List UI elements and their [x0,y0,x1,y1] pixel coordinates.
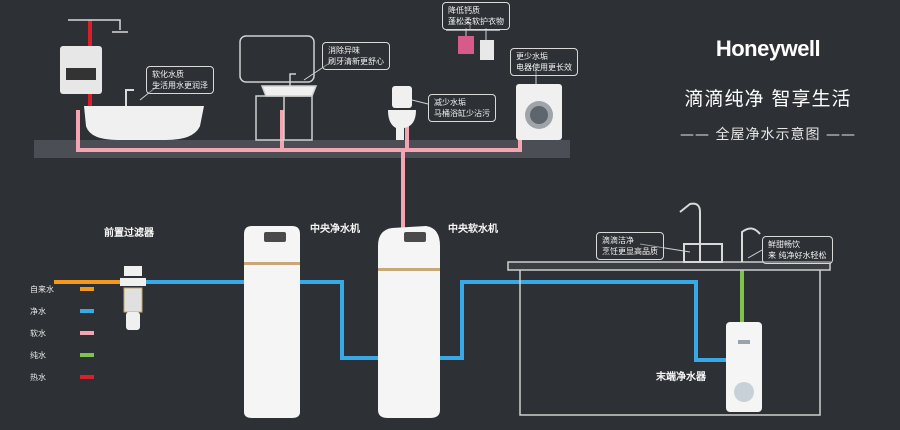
legend-label: 自来水 [30,285,54,294]
legend-item-tap-water: 自来水 [30,282,100,304]
slogan: 滴滴纯净 智享生活 [684,88,852,110]
water-heater-icon [60,46,102,94]
legend-label: 净水 [30,307,46,316]
callout-title: 滴滴洁净 [602,236,634,245]
legend-swatch [80,375,94,379]
label-central-purifier: 中央净水机 [310,224,360,235]
label-prefilter: 前置过滤器 [104,228,154,239]
purified-water-pipes [140,280,728,362]
callout-title: 鲜甜畅饮 [768,240,800,249]
kitchen-faucet-icon [679,202,723,263]
bathroom-vanity-icon [239,35,318,141]
kitchen-counter [507,261,831,416]
callout-title: 软化水质 [152,70,184,79]
callout-text: 蓬松柔软护衣物 [448,17,504,26]
end-purifier-device [726,322,762,412]
callout-sweet-drink: 鲜甜畅饮 来 纯净好水轻松 [762,236,833,264]
callout-reduce-calcium: 降低钙质 蓬松柔软护衣物 [442,2,510,30]
legend: 自来水 净水 软水 纯水 热水 [30,282,100,392]
subtitle-text: 全屋净水示意图 [715,127,821,143]
callout-text: 电器使用更长效 [516,63,572,72]
legend-swatch [80,353,94,357]
callout-title: 更少水垢 [516,52,548,61]
callout-softened-water: 软化水质 生活用水更润泽 [146,66,214,94]
toilet-icon [388,86,416,140]
central-purifier-device [244,226,300,418]
legend-swatch [80,287,94,291]
callout-title: 减少水垢 [434,98,466,107]
callout-less-scale-appliances: 更少水垢 电器使用更长效 [510,48,578,76]
legend-item-hot-water: 热水 [30,370,100,392]
laundry-icon [446,28,500,60]
callout-text: 烹饪更显高品质 [602,247,658,256]
legend-label: 软水 [30,329,46,338]
legend-item-soft-water: 软水 [30,326,100,348]
diagram-subtitle: —— 全屋净水示意图 —— [668,124,868,144]
label-central-softener: 中央软水机 [448,224,498,235]
legend-label: 纯水 [30,351,46,360]
callout-remove-odor: 消除异味 刷牙清新更舒心 [322,42,390,70]
legend-item-pure-water: 纯水 [30,348,100,370]
prefilter-device [120,266,146,330]
callout-text: 刷牙清新更舒心 [328,57,384,66]
brand-logo: Honeywell [715,36,821,61]
label-end-purifier: 末端净水器 [656,372,706,383]
callout-less-scale-toilet: 减少水垢 马桶浴缸少沾污 [428,94,496,122]
subtitle-rule-left: —— [680,127,716,143]
subtitle-rule-right: —— [820,127,856,143]
legend-swatch [80,309,94,313]
callout-title: 消除异味 [328,46,360,55]
bathtub-icon [84,89,204,140]
pure-water-faucet-icon [741,227,761,262]
callout-title: 降低钙质 [448,6,480,15]
shower-icon [68,19,128,33]
legend-label: 热水 [30,373,46,382]
central-softener-device [378,226,440,418]
callout-pure-drops: 滴滴洁净 烹饪更显高品质 [596,232,664,260]
legend-swatch [80,331,94,335]
callout-text: 生活用水更润泽 [152,81,208,90]
washing-machine-icon [516,84,562,140]
callout-text: 来 纯净好水轻松 [768,251,827,260]
callout-text: 马桶浴缸少沾污 [434,109,490,118]
legend-item-purified-water: 净水 [30,304,100,326]
